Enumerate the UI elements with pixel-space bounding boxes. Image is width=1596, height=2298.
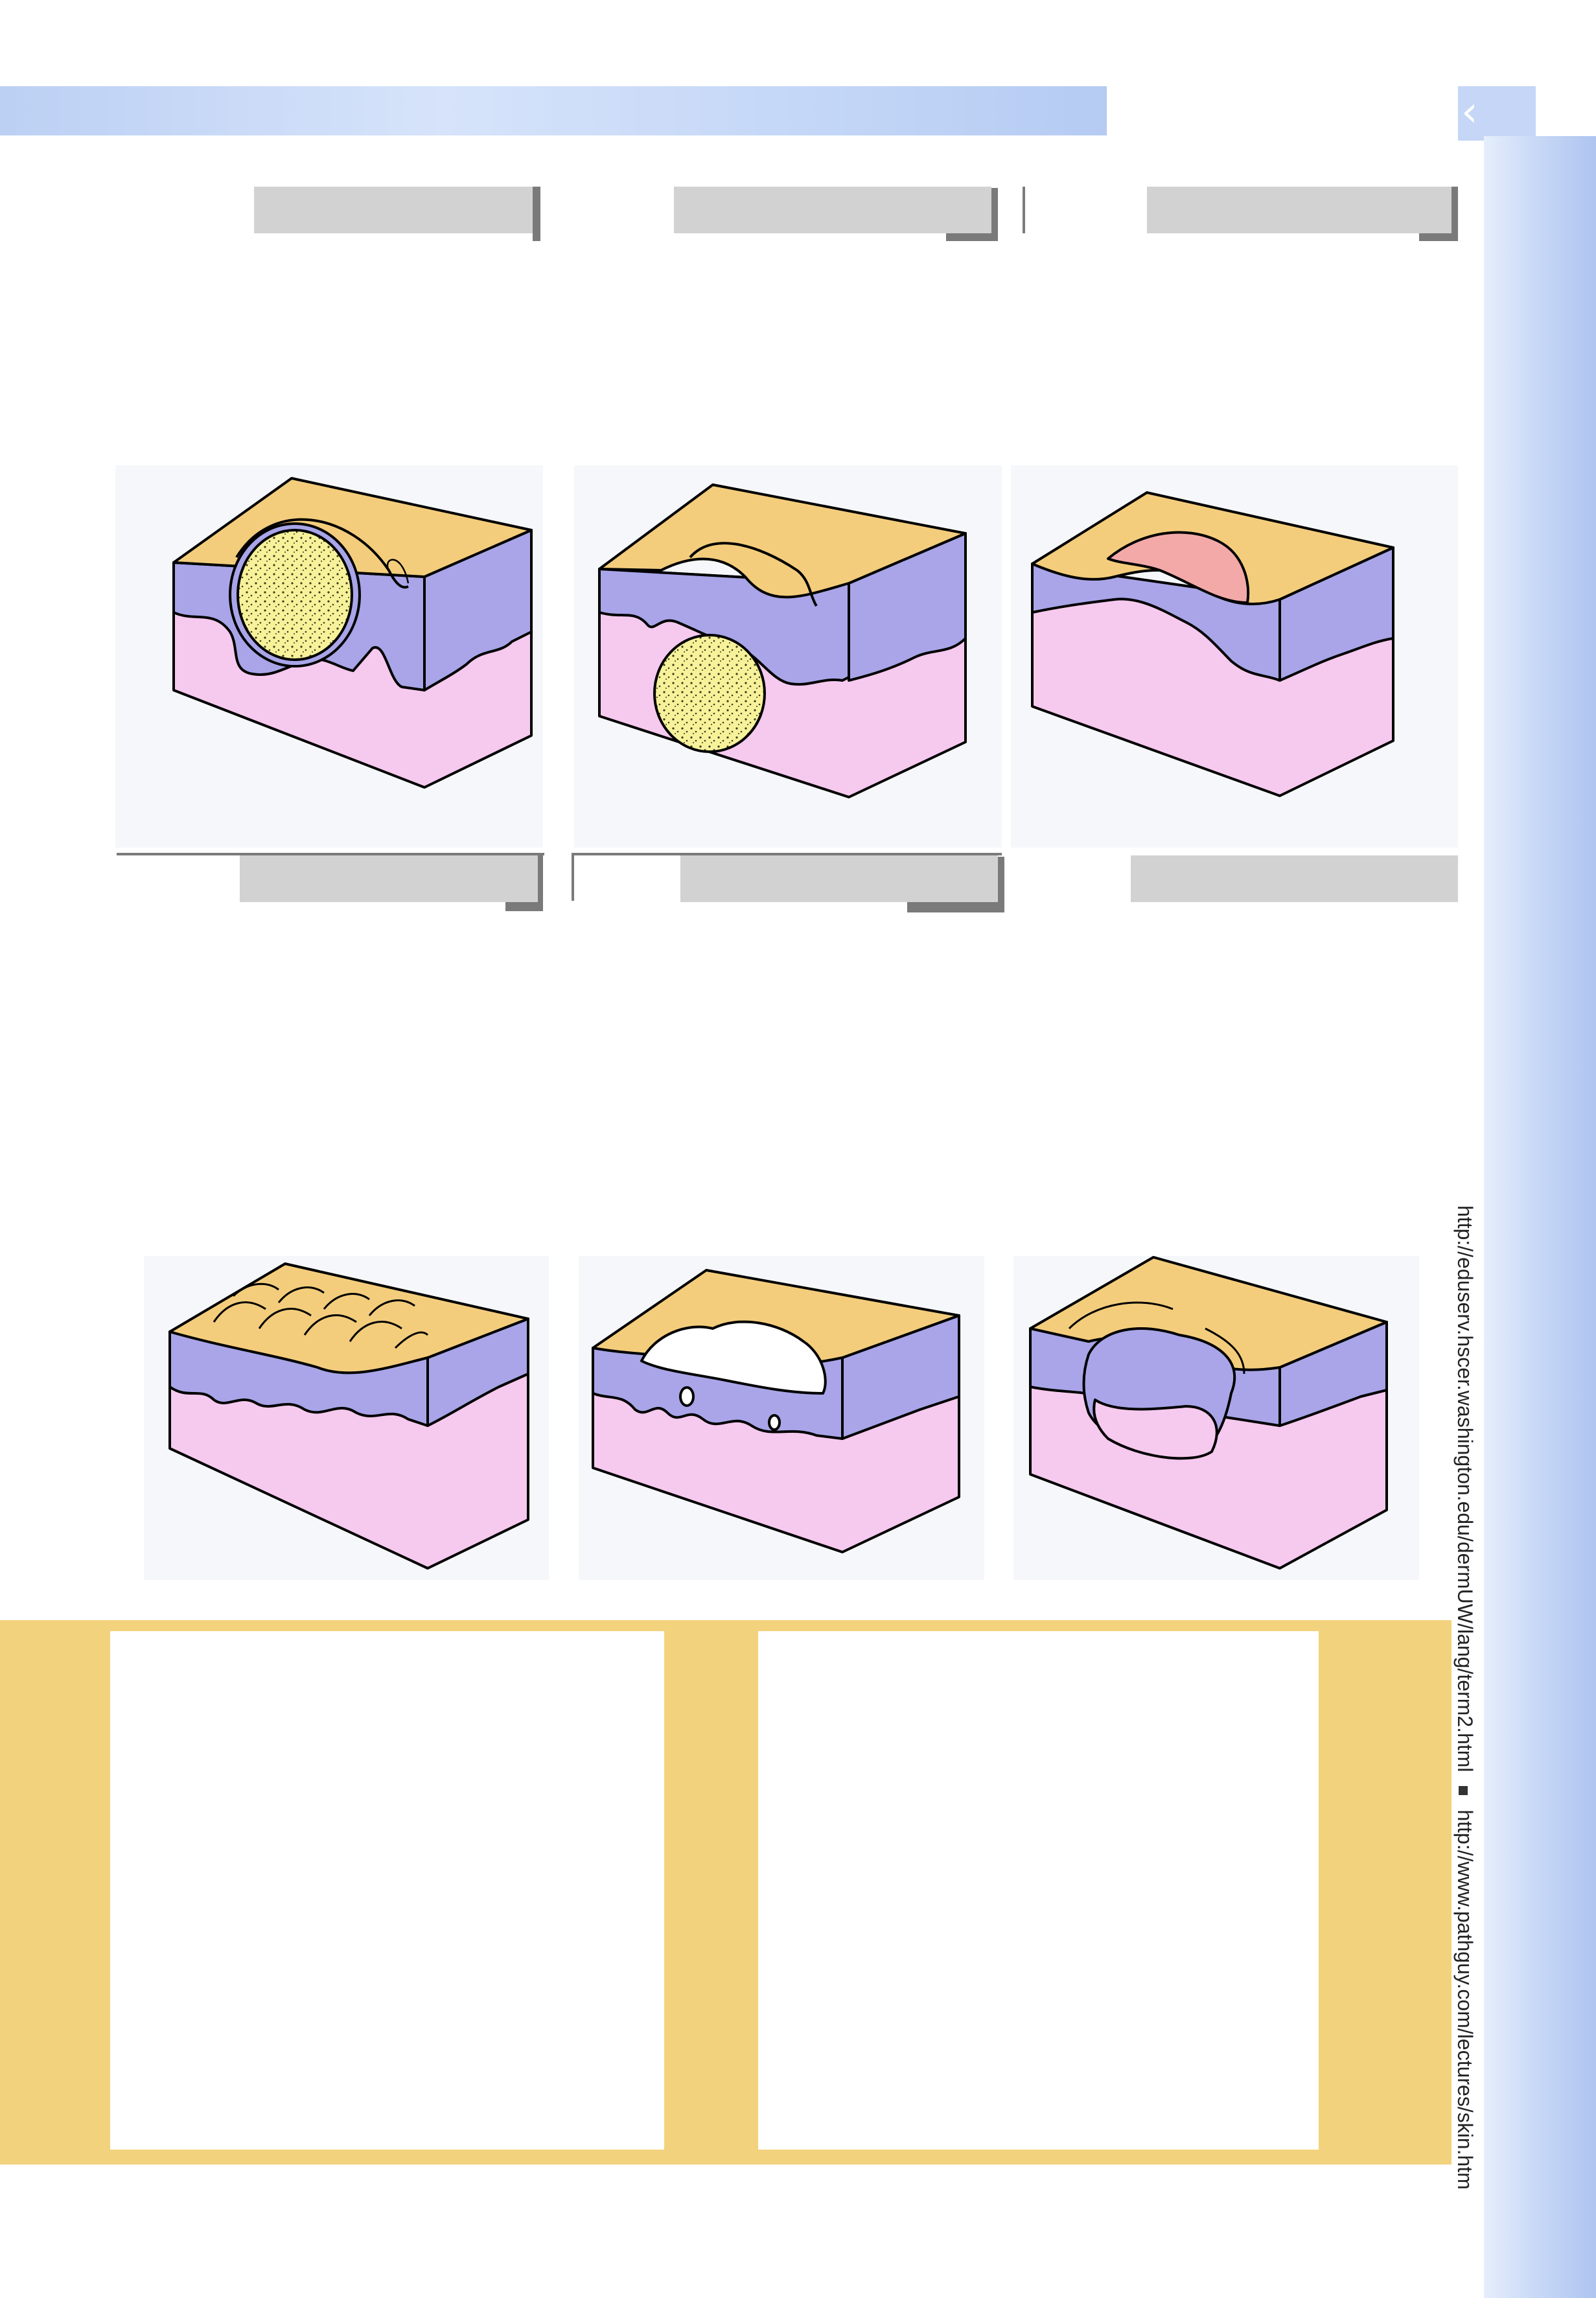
divider-line <box>117 853 544 855</box>
header-bar <box>0 86 1107 135</box>
text-column-left-redacted <box>110 1631 664 2150</box>
skin-block-with-lichenified-surface-icon <box>168 1262 529 1570</box>
chapter-tab[interactable] <box>1458 86 1536 141</box>
skin-block-with-erosion-icon <box>1031 491 1394 797</box>
skin-block-with-deep-nodule-icon <box>598 483 967 798</box>
skin-block-with-raised-nodule-icon <box>172 477 533 789</box>
label-placeholder-2 <box>674 187 991 233</box>
side-margin-bar <box>1484 136 1596 2298</box>
label-placeholder-3 <box>1147 187 1451 233</box>
label-shadow <box>533 187 540 241</box>
label-placeholder-1 <box>254 187 533 233</box>
label-placeholder-5 <box>680 855 998 902</box>
label-placeholder-4 <box>240 855 538 902</box>
label-placeholder-6 <box>1131 855 1458 902</box>
skin-block-with-scale-icon <box>592 1269 960 1553</box>
divider-line <box>574 853 1002 855</box>
divider-line <box>1023 187 1025 233</box>
skin-block-with-ulcer-icon <box>1029 1256 1388 1570</box>
chevron-left-icon[interactable]: ‹ <box>1461 88 1478 136</box>
text-column-right-redacted <box>758 1631 1319 2150</box>
divider-line <box>572 853 574 901</box>
